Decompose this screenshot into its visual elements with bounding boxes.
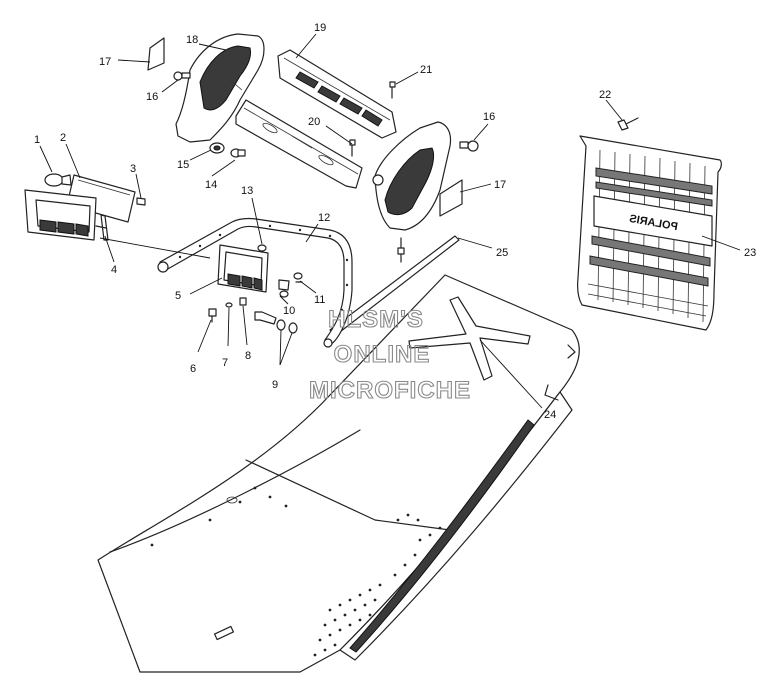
watermark-line-2: ONLINE [334, 341, 431, 368]
part-20-screw [349, 139, 356, 157]
callout-labels: 1 2 3 4 5 6 7 8 9 10 11 12 13 14 15 16 1… [34, 22, 756, 421]
part-18-handle-right [372, 121, 452, 231]
part-15-washer [209, 142, 225, 154]
vent-holes [150, 486, 442, 657]
callout-11: 11 [314, 294, 325, 306]
part-3-screw [136, 197, 146, 206]
part-1-bulb [44, 173, 72, 187]
part-12-rear-bumper [157, 217, 353, 348]
callout-3: 3 [130, 163, 136, 175]
callout-17-left: 17 [99, 56, 111, 68]
tunnel-body [97, 274, 580, 673]
callout-20: 20 [308, 116, 320, 128]
part-11-nut [293, 272, 303, 283]
callout-18: 18 [186, 34, 198, 46]
callout-15: 15 [177, 159, 189, 171]
callout-16-left: 16 [146, 91, 158, 103]
part-5-taillight [217, 244, 269, 293]
part-22-rivet [617, 117, 639, 131]
callout-21: 21 [420, 64, 432, 76]
callout-10: 10 [283, 305, 295, 317]
callout-6: 6 [190, 363, 196, 375]
part-7-washer [225, 302, 233, 308]
leader-lines [39, 33, 741, 409]
callout-12: 12 [318, 212, 330, 224]
part-16-bolt-right [459, 140, 479, 152]
callout-16-right: 16 [483, 111, 495, 123]
callout-14: 14 [205, 179, 217, 191]
watermark: HLSM'S ONLINE MICROFICHE [308, 305, 471, 404]
callout-7: 7 [222, 357, 228, 369]
part-8-nut [239, 297, 247, 306]
part-9-washers [276, 319, 298, 334]
part-19-brace-upper [277, 49, 397, 139]
part-17-decal-right [439, 179, 463, 217]
part-24-cross-brace [408, 296, 531, 381]
callout-17-right: 17 [494, 179, 506, 191]
callout-8: 8 [245, 350, 251, 362]
part-21-screw [389, 81, 396, 99]
part-6-bolt [208, 308, 217, 323]
callout-9: 9 [272, 379, 278, 391]
callout-22: 22 [599, 89, 611, 101]
callout-24: 24 [544, 409, 556, 421]
part-16-bolt-left [173, 71, 191, 81]
watermark-line-1: HLSM'S [328, 306, 424, 333]
callout-4: 4 [111, 264, 117, 276]
callout-5: 5 [175, 290, 181, 302]
part-20-brace-lower [235, 99, 363, 189]
part-4-pin [95, 214, 109, 241]
part-23-snow-flap: POLARIS [577, 135, 722, 331]
callout-13: 13 [241, 185, 253, 197]
part-13-screw [257, 244, 267, 252]
callout-19: 19 [314, 22, 326, 34]
callout-1: 1 [34, 134, 40, 146]
taillight-housing [24, 189, 97, 241]
watermark-line-3: MICROFICHE [309, 377, 471, 404]
part-10-bolt [254, 279, 290, 325]
callout-25: 25 [496, 247, 508, 259]
part-14-bolt [230, 148, 246, 158]
callout-23: 23 [744, 247, 756, 259]
part-17-decal-left [147, 37, 165, 71]
callout-2: 2 [60, 132, 66, 144]
part-18-handle-left [175, 33, 265, 143]
